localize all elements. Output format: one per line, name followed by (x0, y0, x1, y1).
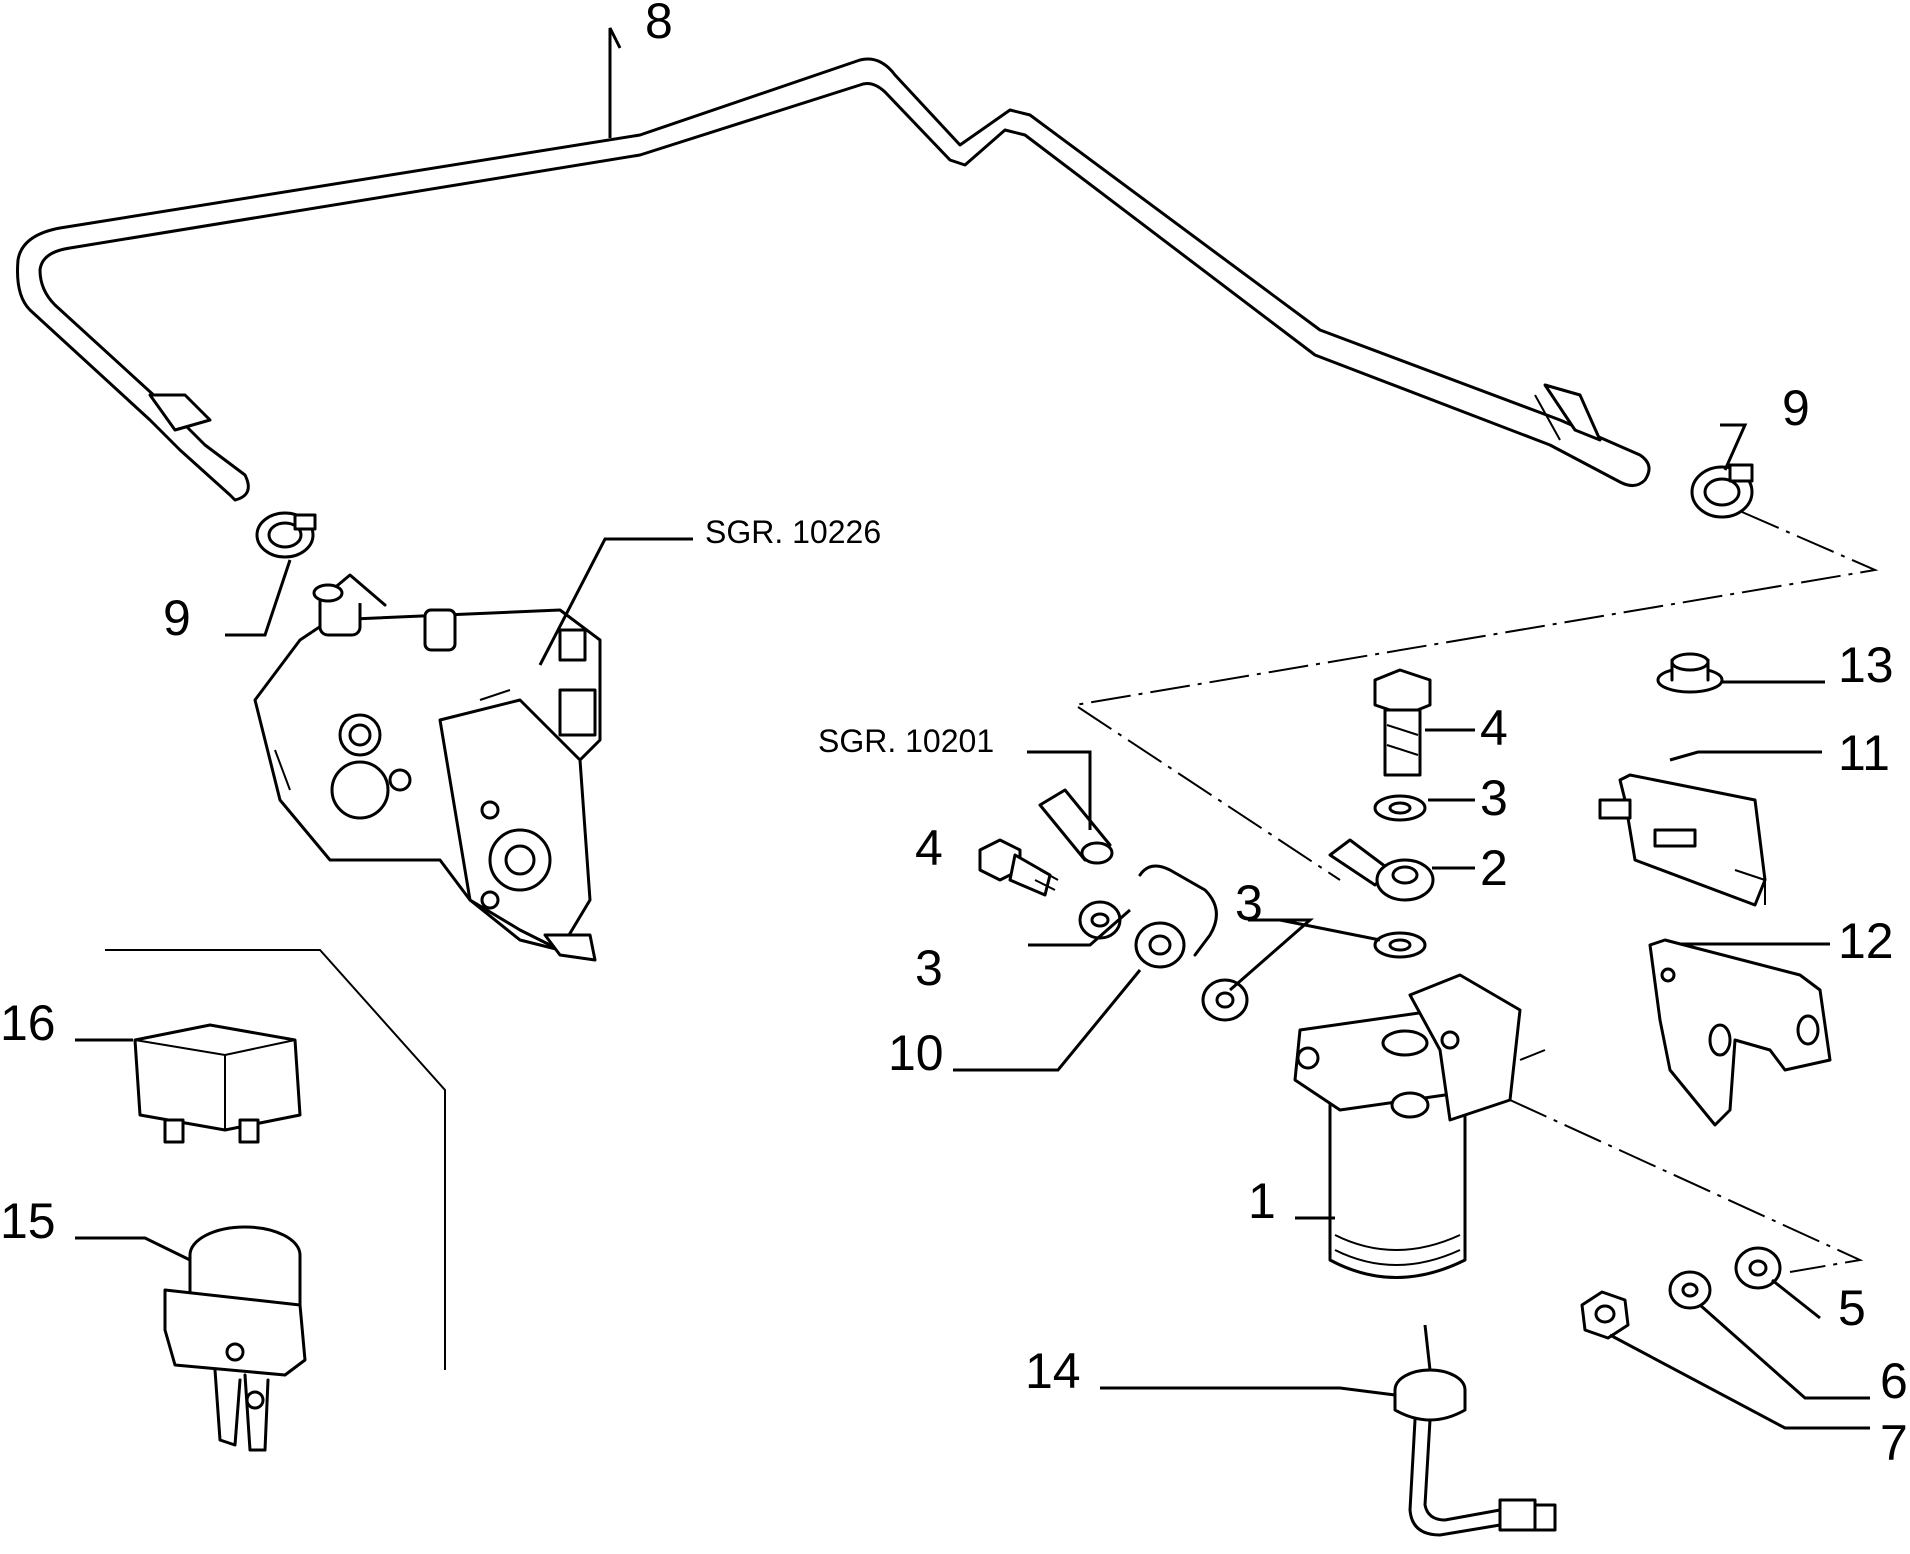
banjo-bolt-left-part-4 (978, 838, 1059, 897)
callout-6: 6 (1880, 1353, 1908, 1409)
washer-lower-part-3 (1373, 931, 1427, 959)
callout-15: 15 (0, 1193, 56, 1249)
callout-12: 12 (1838, 913, 1894, 969)
relay-part-16 (133, 1023, 302, 1144)
callout-9-right: 9 (1782, 380, 1810, 436)
callout-3-mid: 3 (1235, 875, 1263, 931)
washer-mid-part-3 (1201, 978, 1249, 1022)
reference-sgr-10226: SGR. 10226 (705, 514, 881, 550)
washer-part-6 (1668, 1270, 1712, 1310)
callout-16: 16 (0, 995, 56, 1051)
callout-3-right: 3 (1480, 770, 1508, 826)
group-bracket-line (105, 949, 446, 1370)
callout-7: 7 (1880, 1415, 1908, 1471)
water-sensor-part-14 (1393, 1324, 1557, 1537)
callout-3-left: 3 (915, 940, 943, 996)
banjo-union-part-2 (1328, 838, 1435, 902)
leader-lines (75, 27, 1870, 1430)
sensor-part-15 (163, 1225, 307, 1452)
callout-11: 11 (1838, 725, 1890, 781)
washer-part-5 (1734, 1246, 1782, 1290)
callout-14: 14 (1025, 1343, 1081, 1399)
callout-5: 5 (1838, 1280, 1866, 1336)
reference-pin-sgr-10201 (1038, 788, 1114, 865)
bracket-part-12 (1648, 938, 1832, 1127)
banjo-fitting-part-10 (1134, 864, 1218, 969)
callout-9-left: 9 (163, 590, 191, 646)
injection-pump-assembly (253, 573, 602, 962)
fuel-hose-part-8 (16, 57, 1651, 502)
callout-13: 13 (1838, 637, 1894, 693)
bracket-part-11 (1598, 773, 1767, 907)
washer-left-part-3 (1078, 900, 1122, 940)
callout-8: 8 (645, 0, 673, 49)
bolt-right-part-4 (1373, 668, 1432, 777)
callout-1: 1 (1248, 1173, 1276, 1229)
assembly-guide-filter-nut (1509, 1099, 1864, 1273)
reference-sgr-10201: SGR. 10201 (818, 723, 994, 759)
hose-clamp-right-part-9 (1690, 463, 1754, 519)
assembly-guide-hose-to-filter (1072, 511, 1879, 881)
callout-4-left: 4 (915, 820, 943, 876)
nut-part-7 (1580, 1290, 1630, 1340)
washer-top-part-3 (1373, 794, 1427, 822)
hose-clamp-left-part-9 (255, 511, 317, 559)
callout-10: 10 (888, 1025, 944, 1081)
assembly-guide-filter-bracket (1519, 1049, 1546, 1061)
fuel-filter-part-1 (1293, 973, 1522, 1279)
flange-nut-part-13 (1656, 652, 1724, 694)
callout-2: 2 (1480, 840, 1508, 896)
callout-4-right: 4 (1480, 700, 1508, 756)
